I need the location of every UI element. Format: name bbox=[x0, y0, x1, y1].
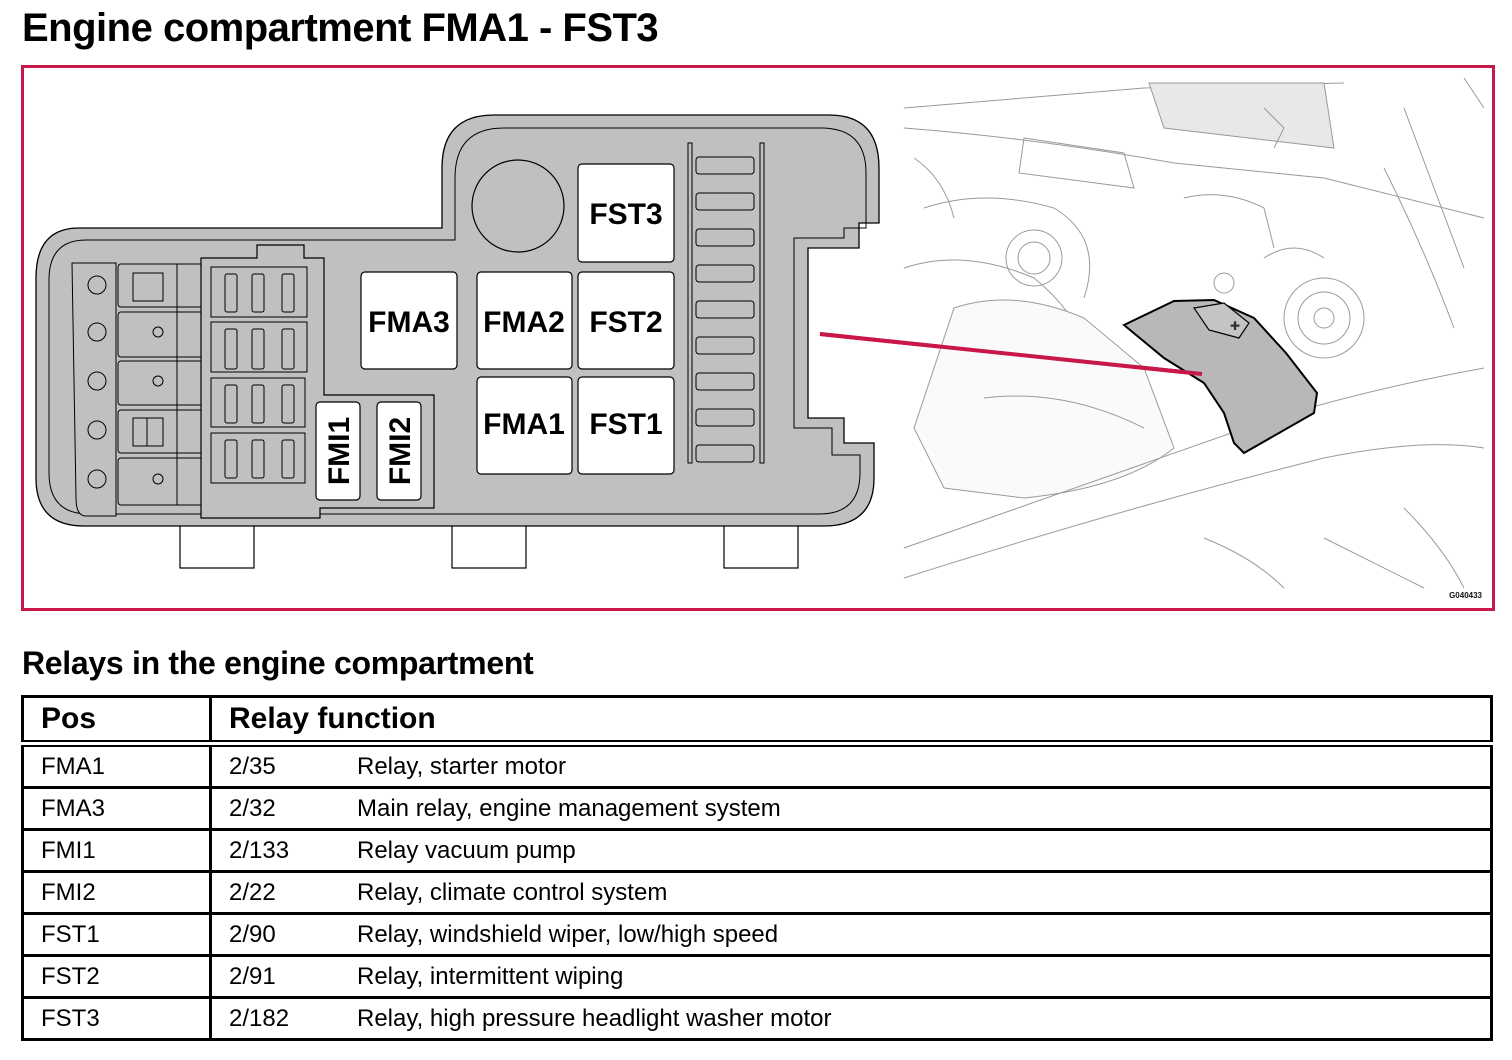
relay-description: Relay vacuum pump bbox=[357, 836, 576, 864]
relay-FMA2[interactable]: FMA2 bbox=[476, 271, 573, 370]
plus-icon: ✚ bbox=[1230, 319, 1240, 333]
fuse-slot bbox=[695, 372, 755, 391]
relay-FMI1[interactable]: FMI1 bbox=[315, 401, 361, 501]
svg-text:FMA3: FMA3 bbox=[368, 306, 450, 339]
cell-pos: FST2 bbox=[21, 954, 212, 999]
relay-description: Relay, intermittent wiping bbox=[357, 962, 624, 990]
relay-code: 2/182 bbox=[229, 1004, 290, 1032]
relay-FST1[interactable]: FST1 bbox=[577, 376, 675, 475]
relay-box-figure: FST3 FMA3 FMA2 FST2 FMA1 FST1 FMI1 FMI2 bbox=[21, 65, 1495, 611]
table-row: FST3 2/182 Relay, high pressure headlight … bbox=[21, 996, 1493, 1041]
fuse-box-diagram: FST3 FMA3 FMA2 FST2 FMA1 FST1 FMI1 FMI2 bbox=[35, 77, 1485, 589]
table-row: FMA1 2/35 Relay, starter motor bbox=[21, 742, 1493, 789]
round-socket bbox=[471, 159, 565, 253]
cell-pos: FMI1 bbox=[21, 828, 212, 873]
fuse-slot bbox=[695, 192, 755, 211]
cell-pos: FMA3 bbox=[21, 786, 212, 831]
fuse-slot bbox=[695, 264, 755, 283]
relays-table: Pos Relay function FMA1 2/35 Relay, starte… bbox=[21, 695, 1493, 1041]
cell-function: 2/35 Relay, starter motor bbox=[209, 742, 1493, 789]
svg-text:FMI2: FMI2 bbox=[384, 417, 417, 485]
svg-text:FST3: FST3 bbox=[589, 198, 662, 231]
svg-text:FMA2: FMA2 bbox=[483, 306, 565, 339]
fuse-ladder bbox=[687, 142, 765, 464]
relay-code: 2/91 bbox=[229, 962, 276, 990]
header-pos: Pos bbox=[21, 695, 212, 747]
page-title: Engine compartment FMA1 - FST3 bbox=[22, 6, 659, 50]
fuse-slot bbox=[695, 228, 755, 247]
fuse-slot bbox=[695, 300, 755, 319]
relay-FST2[interactable]: FST2 bbox=[577, 271, 675, 370]
mini-fuses bbox=[210, 266, 308, 484]
cell-pos: FMI2 bbox=[21, 870, 212, 915]
fuse-slot bbox=[695, 336, 755, 355]
cell-pos: FST3 bbox=[21, 996, 212, 1041]
relay-description: Relay, windshield wiper, low/high speed bbox=[357, 920, 779, 948]
svg-text:FMI1: FMI1 bbox=[323, 417, 356, 485]
cover-lid bbox=[1192, 302, 1250, 339]
relay-description: Relay, high pressure headlight washer mo… bbox=[357, 1004, 832, 1032]
relay-description: Relay, starter motor bbox=[357, 752, 566, 780]
table-row: FMI1 2/133 Relay vacuum pump bbox=[21, 828, 1493, 873]
relay-FMA3[interactable]: FMA3 bbox=[360, 271, 458, 370]
relay-code: 2/133 bbox=[229, 836, 290, 864]
relay-description: Relay, climate control system bbox=[357, 878, 668, 906]
relay-description: Main relay, engine management system bbox=[357, 794, 781, 822]
header-function: Relay function bbox=[209, 695, 1493, 747]
svg-text:FST1: FST1 bbox=[589, 408, 662, 441]
table-row: FST2 2/91 Relay, intermittent wiping bbox=[21, 954, 1493, 999]
terminal-blocks bbox=[117, 263, 209, 506]
relay-box-cover bbox=[1122, 298, 1319, 455]
fuse-slot bbox=[695, 444, 755, 463]
table-row: FMI2 2/22 Relay, climate control system bbox=[21, 870, 1493, 915]
relay-FMA1[interactable]: FMA1 bbox=[476, 376, 573, 475]
relay-code: 2/22 bbox=[229, 878, 276, 906]
relay-code: 2/90 bbox=[229, 920, 276, 948]
relay-code: 2/35 bbox=[229, 752, 276, 780]
cell-function: 2/90 Relay, windshield wiper, low/high sp… bbox=[209, 912, 1493, 957]
cell-pos: FST1 bbox=[21, 912, 212, 957]
fuse-slot bbox=[695, 408, 755, 427]
relay-code: 2/32 bbox=[229, 794, 276, 822]
cell-function: 2/22 Relay, climate control system bbox=[209, 870, 1493, 915]
cell-function: 2/91 Relay, intermittent wiping bbox=[209, 954, 1493, 999]
fuse-slot bbox=[695, 156, 755, 175]
relay-FST3[interactable]: FST3 bbox=[577, 163, 675, 263]
table-row: FMA3 2/32 Main relay, engine management sy… bbox=[21, 786, 1493, 831]
svg-text:FST2: FST2 bbox=[589, 306, 662, 339]
table-title: Relays in the engine compartment bbox=[22, 645, 534, 681]
relay-FMI2[interactable]: FMI2 bbox=[376, 401, 422, 501]
terminal-holes bbox=[87, 275, 107, 489]
svg-text:FMA1: FMA1 bbox=[483, 408, 565, 441]
cell-function: 2/133 Relay vacuum pump bbox=[209, 828, 1493, 873]
cell-pos: FMA1 bbox=[21, 742, 212, 789]
cell-function: 2/32 Main relay, engine management system bbox=[209, 786, 1493, 831]
table-row: FST1 2/90 Relay, windshield wiper, low/hig… bbox=[21, 912, 1493, 957]
figure-code: G040433 bbox=[1449, 591, 1482, 600]
table-header-row: Pos Relay function bbox=[21, 695, 1493, 747]
cell-function: 2/182 Relay, high pressure headlight wash… bbox=[209, 996, 1493, 1041]
